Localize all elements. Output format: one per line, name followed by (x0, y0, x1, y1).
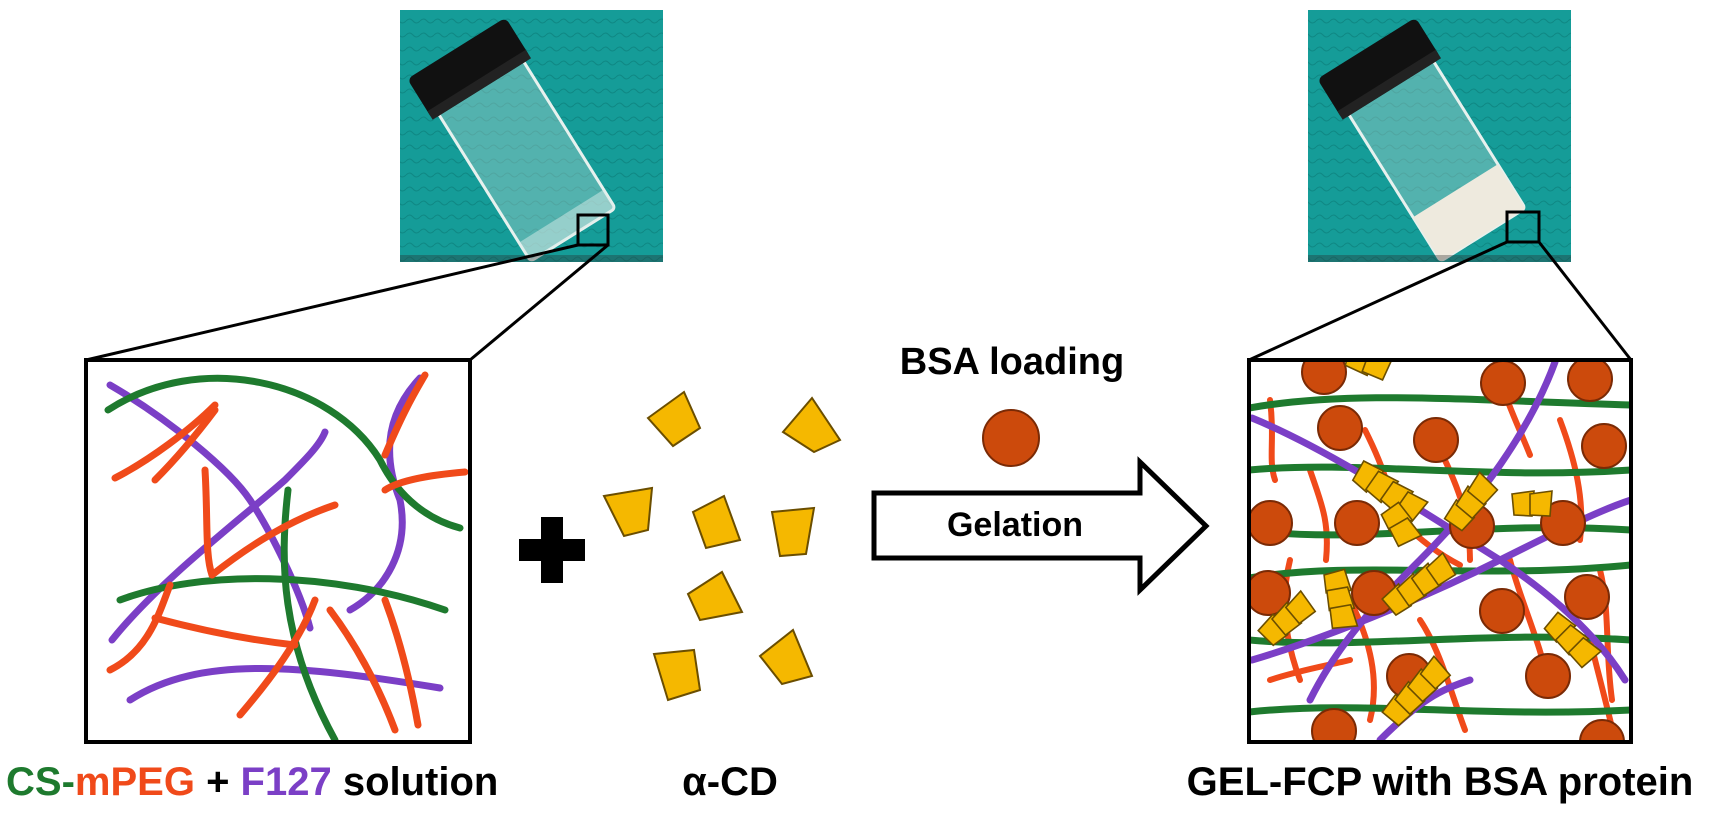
cs-chain (1249, 704, 1631, 716)
mpeg-chain (381, 596, 422, 729)
alpha-cd-unit (770, 506, 816, 558)
mpeg-chain (201, 466, 216, 579)
alpha-cd-stack (1381, 551, 1457, 617)
bsa-loading-label: BSA loading (900, 341, 1124, 383)
mpeg-chain (151, 406, 219, 484)
bsa-protein (1581, 423, 1627, 469)
polymer-solution-box (84, 358, 472, 744)
f127-chain (1376, 676, 1474, 742)
mpeg-chain (151, 614, 299, 649)
mpeg-chain (106, 581, 174, 674)
alpha-cd-unit (652, 648, 702, 702)
mpeg-chain (236, 596, 319, 719)
f127-chain (108, 428, 329, 644)
caption-mpeg: mPEG (75, 760, 195, 804)
gelation-arrow (871, 456, 1210, 596)
photo-vial-solution (400, 10, 663, 262)
f127-chain (126, 665, 444, 704)
alpha-cd-unit (686, 570, 744, 622)
alpha-cd-unit (781, 396, 842, 454)
gelation-label: Gelation (947, 506, 1083, 544)
f127-chain (346, 374, 424, 614)
photo-vial-gel (1308, 10, 1571, 262)
left-caption: CS-mPEG + F127 solution (6, 760, 498, 804)
alpha-cd-stack (1511, 490, 1553, 517)
cs-chain (1249, 463, 1631, 477)
bsa-protein (1334, 500, 1380, 546)
middle-caption: α-CD (682, 760, 778, 804)
alpha-cd-stack (1380, 501, 1423, 548)
caption-plus: + (195, 760, 241, 804)
alpha-cd-stack (1381, 654, 1452, 727)
bsa-protein (1564, 574, 1610, 620)
caption-f127: F127 (241, 760, 332, 804)
f127-chain (1249, 496, 1631, 664)
alpha-cd-group (602, 390, 842, 702)
bsa-protein (1317, 405, 1363, 451)
bsa-protein (1480, 360, 1526, 406)
alpha-cd-stack (1323, 568, 1359, 630)
mpeg-chain (326, 606, 399, 734)
mpeg-chain (111, 401, 219, 482)
bsa-protein (1567, 360, 1613, 402)
bsa-protein (1249, 500, 1293, 546)
mpeg-chain (208, 501, 339, 579)
f127-chain (1249, 414, 1629, 684)
alpha-cd-unit (602, 486, 654, 538)
mpeg-chain (1267, 657, 1353, 683)
caption-dash: - (62, 760, 75, 804)
plus-icon (519, 517, 585, 583)
bsa-protein (1579, 719, 1625, 742)
mpeg-chain (1307, 467, 1330, 563)
bsa-protein (1413, 417, 1459, 463)
f127-chain (1306, 360, 1559, 704)
bsa-protein-icon (982, 409, 1040, 467)
caption-cs: CS (6, 760, 62, 804)
bsa-protein (1301, 360, 1347, 395)
mpeg-chain (381, 468, 469, 494)
alpha-cd-unit (646, 390, 702, 448)
cs-chain (280, 486, 339, 742)
bsa-protein (1525, 653, 1571, 699)
mpeg-chain (381, 371, 429, 459)
zoom-marker-left (576, 213, 610, 247)
alpha-cd-stack (1543, 611, 1603, 669)
alpha-cd-unit (691, 494, 742, 550)
mpeg-chain (1267, 397, 1278, 483)
gel-network-box (1247, 358, 1633, 744)
bsa-protein (1479, 588, 1525, 634)
alpha-cd-stack (1443, 471, 1499, 532)
caption-solution: solution (332, 760, 499, 804)
cs-chain (104, 374, 464, 532)
bsa-protein (1311, 708, 1357, 742)
cs-chain (1249, 394, 1631, 412)
bsa-protein (1540, 500, 1586, 546)
zoom-marker-right (1505, 210, 1541, 244)
bsa-protein (1249, 570, 1291, 616)
cs-chain (116, 575, 449, 614)
alpha-cd-unit (758, 628, 814, 686)
f127-chain (106, 381, 314, 632)
right-caption: GEL-FCP with BSA protein (1187, 760, 1694, 804)
alpha-cd-stack (1257, 589, 1317, 647)
